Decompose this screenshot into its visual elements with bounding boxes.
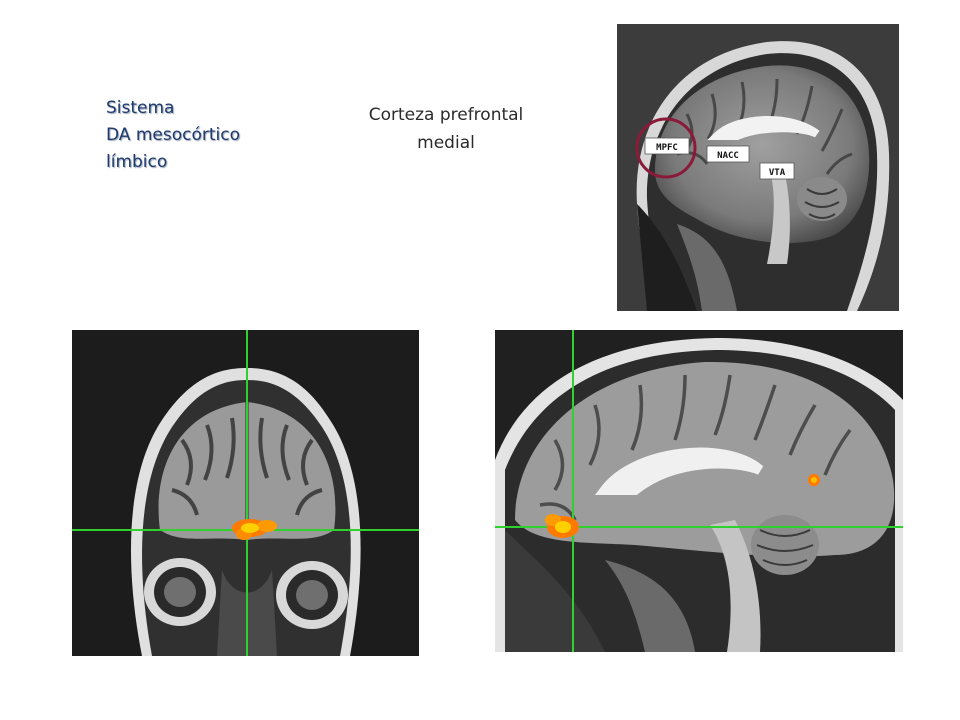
label-vta-text: VTA (769, 168, 786, 178)
title-line-3: límbico (106, 152, 168, 172)
sagittal-mri-labeled-image: MPFC NACC VTA (617, 24, 899, 311)
subtitle-line-1: Corteza prefrontal (368, 105, 524, 125)
slide-subtitle: Corteza prefrontal medial (348, 101, 544, 157)
activation-blob-posterior (808, 474, 820, 486)
label-nacc: NACC (706, 145, 750, 163)
label-nacc-text: NACC (717, 151, 739, 161)
label-vta: VTA (759, 162, 795, 180)
subtitle-line-2: medial (417, 133, 475, 153)
label-mpfc: MPFC (644, 137, 690, 155)
coronal-mri-activation-image (72, 330, 419, 656)
coronal-mri-drawing (72, 330, 419, 656)
label-mpfc-text: MPFC (656, 143, 678, 153)
sagittal-mri-activation-image (495, 330, 903, 652)
slide-title: Sistema DA mesocórtico límbico (106, 95, 240, 176)
activation-blob-mpfc (545, 514, 579, 538)
activation-blob (232, 519, 277, 540)
mpfc-highlight-circle (635, 117, 697, 179)
sagittal-mri-labeled-drawing: MPFC NACC VTA (617, 24, 899, 311)
title-line-2: DA mesocórtico (106, 125, 240, 145)
sagittal-mri-drawing (495, 330, 903, 652)
title-line-1: Sistema (106, 98, 175, 118)
